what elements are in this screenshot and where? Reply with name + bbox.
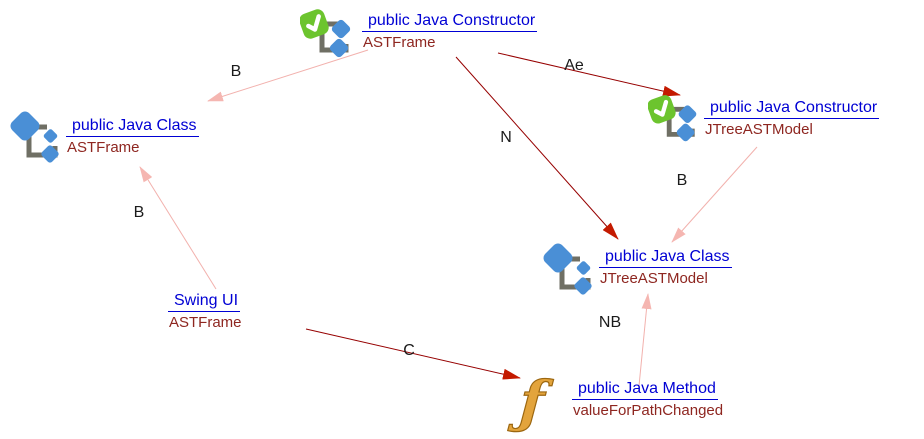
edge-label-b-top: B bbox=[230, 63, 242, 80]
edge-label-c: C bbox=[403, 342, 415, 359]
node-subtitle: ASTFrame bbox=[169, 314, 242, 331]
edge-b-constructorastframe-to-classastframe[interactable] bbox=[207, 49, 369, 102]
node-subtitle: ASTFrame bbox=[67, 139, 140, 156]
node-class-jtreeastmodel[interactable]: public Java Class JTreeASTModel bbox=[541, 241, 732, 302]
edge-label-ae: Ae bbox=[564, 57, 584, 74]
node-title-link[interactable]: Swing UI bbox=[168, 292, 241, 312]
edge-label-b-right: B bbox=[676, 172, 688, 189]
node-subtitle: JTreeASTModel bbox=[600, 270, 708, 287]
node-title-link[interactable]: public Java Constructor bbox=[704, 99, 880, 119]
edge-ae-constructorastframe-to-constructorjtreeastmodel[interactable] bbox=[497, 52, 681, 97]
edge-label-n: N bbox=[500, 129, 512, 146]
edge-n-constructorastframe-to-classjtreeastmodel[interactable] bbox=[455, 56, 619, 240]
node-class-astframe[interactable]: public Java Class ASTFrame bbox=[8, 109, 199, 170]
java-constructor-icon bbox=[299, 8, 356, 63]
java-constructor-icon bbox=[647, 92, 700, 149]
node-constructor-astframe[interactable]: public Java Constructor ASTFrame bbox=[299, 8, 538, 63]
node-swingui-astframe[interactable]: Swing UI ASTFrame bbox=[157, 291, 242, 331]
java-class-icon bbox=[8, 109, 64, 170]
edge-label-b-left: B bbox=[133, 204, 145, 221]
edge-c-swingui-to-method[interactable] bbox=[305, 328, 521, 380]
java-method-icon: ƒ bbox=[517, 368, 547, 435]
node-constructor-jtreeastmodel[interactable]: public Java Constructor JTreeASTModel bbox=[647, 92, 880, 149]
edge-nb-method-to-classjtreeastmodel[interactable] bbox=[638, 293, 652, 387]
node-title-link[interactable]: public Java Method bbox=[572, 380, 718, 400]
edge-b-constructorjtreeastmodel-to-classjtreeastmodel[interactable] bbox=[671, 146, 758, 243]
node-subtitle: ASTFrame bbox=[363, 34, 436, 51]
node-subtitle: JTreeASTModel bbox=[705, 121, 813, 138]
edge-label-nb: NB bbox=[598, 314, 622, 331]
node-title-link[interactable]: public Java Class bbox=[599, 248, 732, 268]
edge-b-swingui-to-classastframe[interactable] bbox=[139, 166, 217, 290]
node-subtitle: valueForPathChanged bbox=[573, 402, 724, 419]
node-method-valueforpathchanged[interactable]: ƒ public Java Method valueForPathChanged bbox=[517, 368, 724, 435]
node-title-link[interactable]: public Java Constructor bbox=[362, 12, 538, 32]
node-title-link[interactable]: public Java Class bbox=[66, 117, 199, 137]
java-class-icon bbox=[541, 241, 597, 302]
